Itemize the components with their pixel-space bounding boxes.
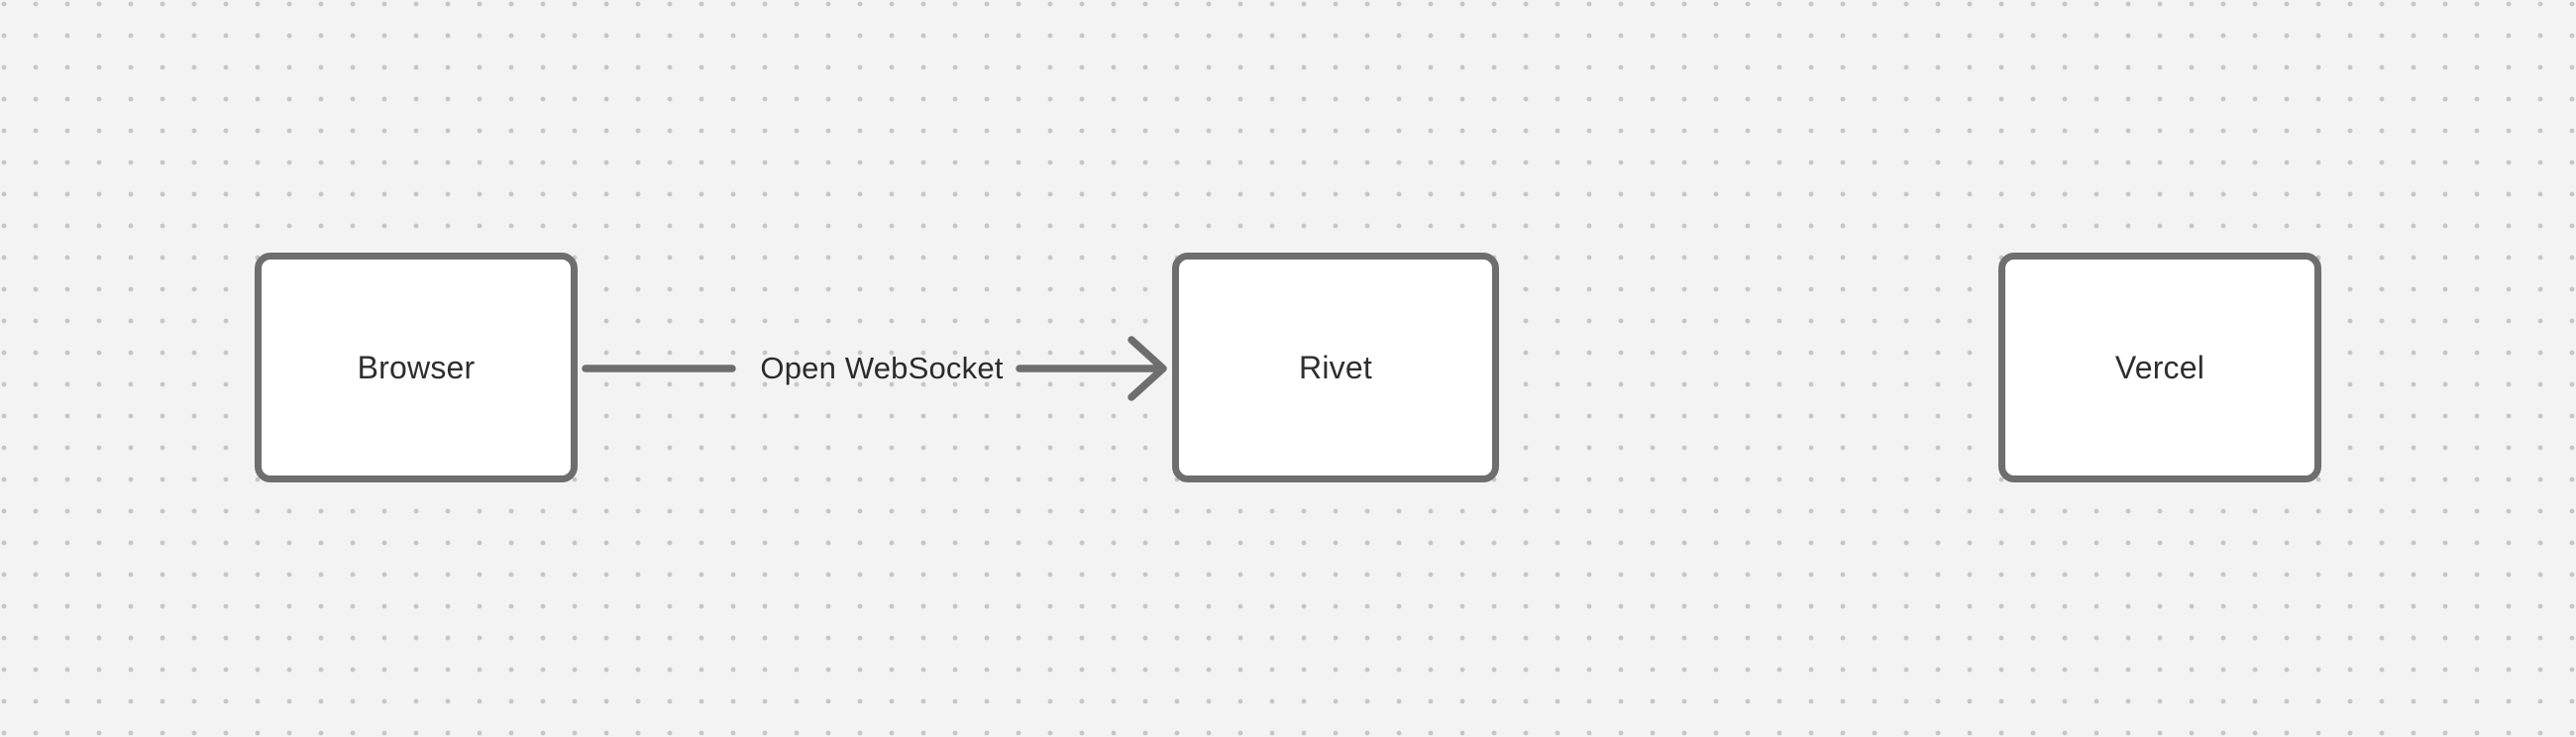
node-browser[interactable]: Browser	[255, 253, 578, 482]
node-rivet-label: Rivet	[1299, 349, 1372, 385]
node-vercel[interactable]: Vercel	[1998, 253, 2321, 482]
arrowhead-icon	[1127, 336, 1167, 401]
edge-label-open-websocket[interactable]: Open WebSocket	[760, 351, 1004, 385]
node-vercel-label: Vercel	[2114, 349, 2205, 385]
node-browser-label: Browser	[357, 349, 476, 385]
node-rivet[interactable]: Rivet	[1172, 253, 1499, 482]
